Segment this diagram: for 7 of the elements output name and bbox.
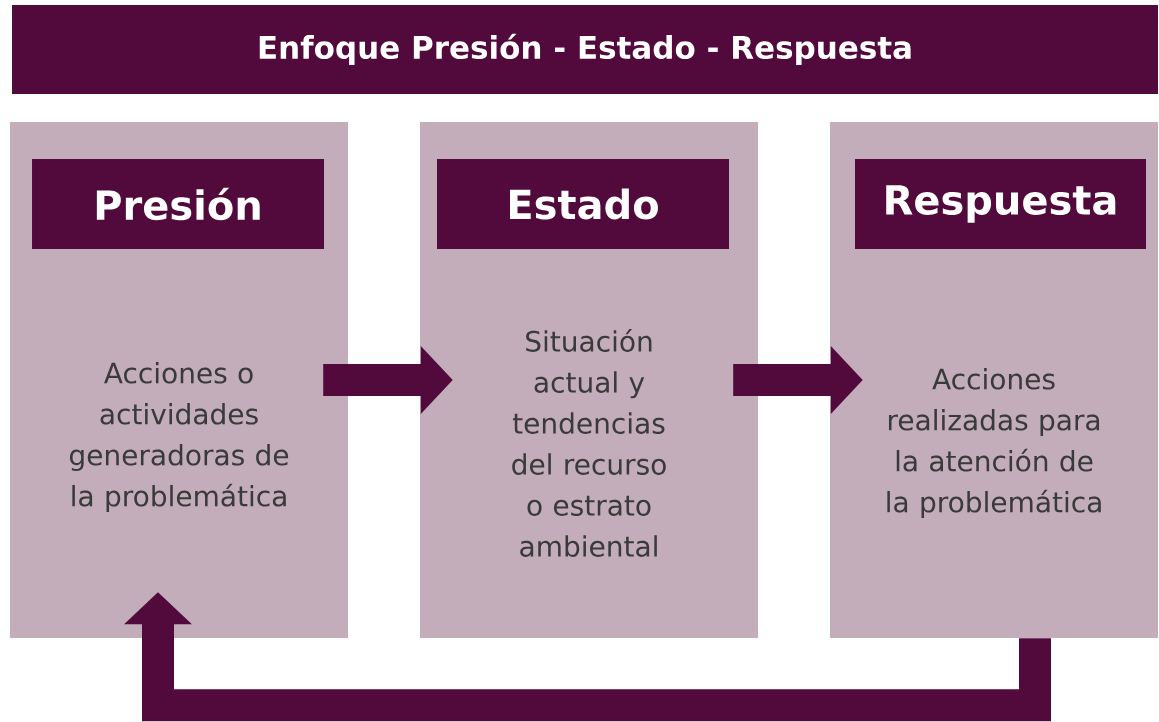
description-text: Acciones o actividades generadoras de la problemática	[70, 361, 289, 513]
heading-box: Respuesta	[855, 159, 1146, 249]
description-text: Acciones realizadas para la atención de la problemática	[887, 367, 1101, 519]
heading-box: Estado	[437, 159, 729, 249]
description-text: Situación actual y tendencias del recurso o estrato ambiental	[512, 329, 666, 557]
heading-box: Presión	[32, 159, 324, 249]
title-band: Enfoque Presión - Estado - Respuesta	[12, 5, 1158, 94]
